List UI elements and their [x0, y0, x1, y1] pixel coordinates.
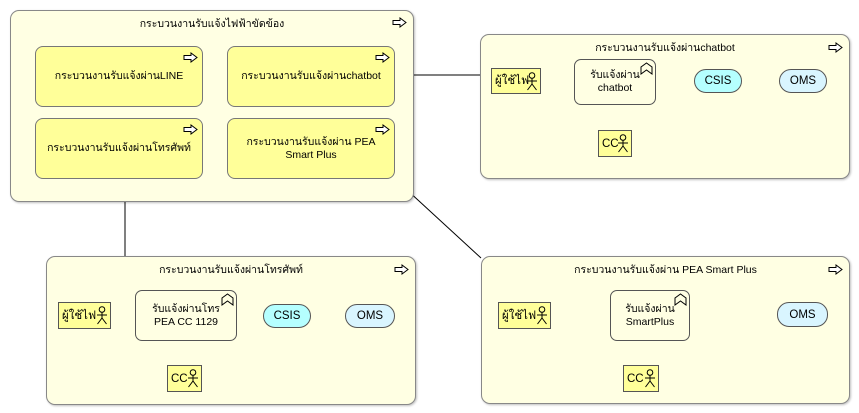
app-csis[interactable]: CSIS [694, 69, 742, 93]
actor-cc[interactable]: CC [623, 365, 659, 392]
actor-label: CC [627, 372, 644, 385]
phone-process-group[interactable]: กระบวนงานรับแจ้งผ่านโทรศัพท์ [46, 256, 416, 405]
person-icon [97, 306, 107, 325]
person-icon [618, 134, 628, 153]
process-label: กระบวนงานรับแจ้งผ่านchatbot [241, 70, 381, 82]
person-icon [645, 369, 655, 388]
function-phone[interactable]: รับแจ้งผ่านโทร PEA CC 1129 [135, 290, 237, 341]
process-arrow-icon [828, 264, 843, 275]
actor-customer[interactable]: ผู้ใช้ไฟ [58, 302, 111, 329]
process-arrow-icon [183, 52, 198, 63]
function-label: รับแจ้งผ่าน chatbot [590, 69, 640, 94]
process-arrow-icon [828, 42, 843, 53]
app-label: CSIS [273, 310, 301, 322]
function-icon [221, 293, 234, 306]
function-label: รับแจ้งผ่าน SmartPlus [625, 302, 675, 328]
app-label: OMS [789, 308, 816, 321]
app-label: OMS [356, 310, 384, 322]
process-smartplus[interactable]: กระบวนงานรับแจ้งผ่าน PEA Smart Plus [227, 118, 395, 179]
actor-cc[interactable]: CC [598, 130, 632, 157]
app-oms[interactable]: OMS [345, 304, 395, 328]
person-icon [188, 369, 198, 388]
app-oms[interactable]: OMS [779, 69, 827, 93]
function-label: รับแจ้งผ่านโทร PEA CC 1129 [152, 302, 220, 328]
actor-label: CC [602, 137, 619, 150]
function-icon [674, 293, 687, 306]
actor-label: CC [171, 372, 188, 385]
process-line[interactable]: กระบวนงานรับแจ้งผ่านLINE [35, 46, 203, 107]
group-title: กระบวนงานรับแจ้งผ่าน PEA Smart Plus [574, 264, 757, 276]
app-oms[interactable]: OMS [777, 302, 828, 327]
actor-customer[interactable]: ผู้ใช้ไฟ [498, 302, 551, 329]
main-process-group[interactable]: กระบวนงานรับแจ้งไฟฟ้าขัดข้อง กระบวนงานรั… [10, 10, 414, 202]
process-arrow-icon [375, 52, 390, 63]
app-label: OMS [789, 75, 817, 87]
process-label: กระบวนงานรับแจ้งผ่านLINE [54, 70, 184, 82]
actor-cc[interactable]: CC [167, 365, 202, 392]
app-csis[interactable]: CSIS [263, 304, 311, 328]
process-arrow-icon [183, 124, 198, 135]
process-chatbot[interactable]: กระบวนงานรับแจ้งผ่านchatbot [227, 46, 395, 107]
function-smartplus[interactable]: รับแจ้งผ่าน SmartPlus [610, 290, 690, 341]
process-phone[interactable]: กระบวนงานรับแจ้งผ่านโทรศัพท์ [35, 118, 203, 179]
function-chatbot[interactable]: รับแจ้งผ่าน chatbot [574, 59, 656, 105]
app-label: CSIS [704, 75, 732, 87]
person-icon [527, 72, 537, 91]
person-icon [537, 306, 547, 325]
actor-customer[interactable]: ผู้ใช้ไฟ [491, 68, 541, 94]
process-label: กระบวนงานรับแจ้งผ่าน PEA Smart Plus [246, 135, 376, 161]
process-arrow-icon [375, 124, 390, 135]
actor-label: ผู้ใช้ไฟ [502, 309, 537, 322]
process-arrow-icon [394, 264, 409, 275]
actor-label: ผู้ใช้ไฟ [62, 309, 97, 322]
chatbot-process-group[interactable]: กระบวนงานรับแจ้งผ่านchatbot [480, 34, 850, 179]
group-title: กระบวนงานรับแจ้งไฟฟ้าขัดข้อง [139, 18, 285, 30]
process-label: กระบวนงานรับแจ้งผ่านโทรศัพท์ [47, 142, 191, 154]
actor-label: ผู้ใช้ไฟ [495, 75, 530, 87]
function-icon [640, 62, 653, 75]
group-title: กระบวนงานรับแจ้งผ่านโทรศัพท์ [159, 264, 303, 276]
group-title: กระบวนงานรับแจ้งผ่านchatbot [595, 42, 735, 54]
process-arrow-icon [392, 17, 407, 28]
